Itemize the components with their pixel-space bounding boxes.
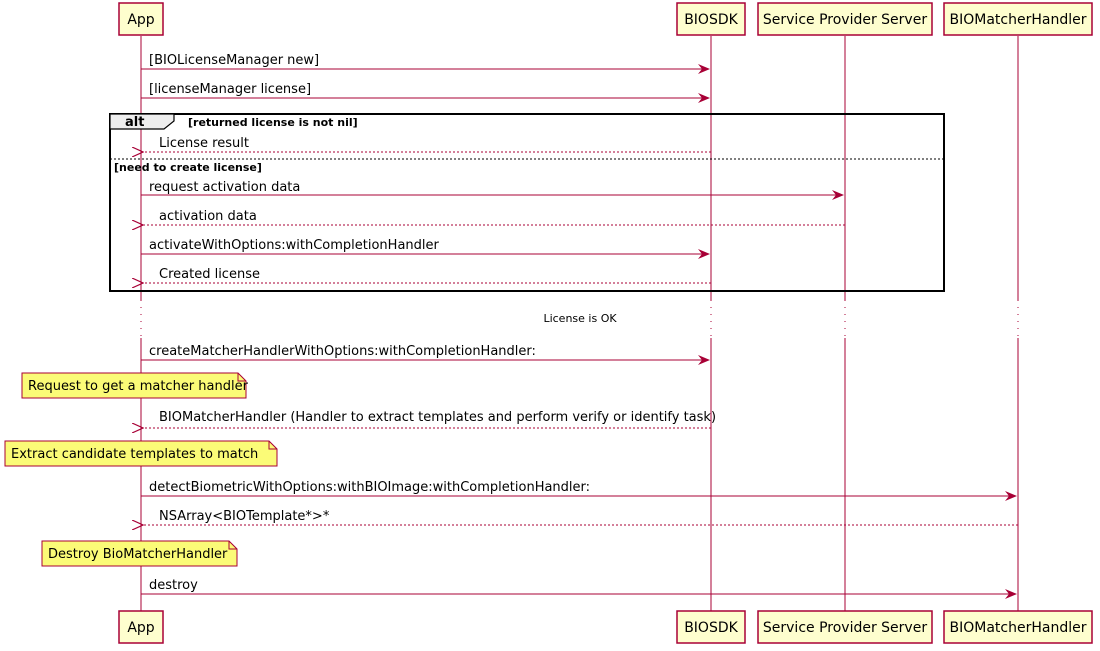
alt-guard-2: [need to create license] — [114, 161, 262, 174]
message-11: NSArray<BIOTemplate*>* — [143, 509, 1018, 525]
message-label: activateWithOptions:withCompletionHandle… — [149, 238, 440, 253]
message-label: License result — [159, 136, 249, 151]
message-9: BIOMatcherHandler (Handler to extract te… — [143, 410, 716, 428]
message-6: activateWithOptions:withCompletionHandle… — [141, 238, 710, 259]
message-7: Created license — [143, 267, 711, 283]
message-4: request activation data — [141, 180, 844, 200]
message-label: [BIOLicenseManager new] — [149, 53, 319, 68]
message-12: destroy — [141, 578, 1017, 599]
message-5: activation data — [143, 209, 845, 225]
message-8: createMatcherHandlerWithOptions:withComp… — [141, 344, 710, 365]
participant-label: BIOSDK — [684, 620, 738, 636]
message-label: activation data — [159, 209, 257, 224]
participant-app-top: App — [118, 2, 164, 36]
message-3: License result — [143, 136, 711, 152]
message-label: createMatcherHandlerWithOptions:withComp… — [149, 344, 536, 359]
message-10: detectBiometricWithOptions:withBIOImage:… — [141, 480, 1017, 501]
participant-biosdk-top: BIOSDK — [676, 2, 746, 36]
note-2: Extract candidate templates to match — [4, 440, 278, 467]
note-1: Request to get a matcher handler — [21, 372, 249, 399]
participant-label: BIOMatcherHandler — [950, 620, 1087, 636]
message-label: Created license — [159, 267, 260, 282]
participant-label: App — [127, 12, 154, 28]
message-label: [licenseManager license] — [149, 82, 311, 97]
note-text: Request to get a matcher handler — [28, 379, 249, 394]
message-label: detectBiometricWithOptions:withBIOImage:… — [149, 480, 590, 495]
alt-fragment: alt [returned license is not nil] [need … — [109, 113, 945, 292]
participant-label: BIOSDK — [684, 12, 738, 28]
note-3: Destroy BioMatcherHandler — [41, 540, 238, 567]
participant-app-bottom: App — [118, 610, 164, 644]
message-label: BIOMatcherHandler (Handler to extract te… — [159, 410, 716, 425]
alt-guard-1: [returned license is not nil] — [188, 116, 358, 129]
divider-label: License is OK — [543, 312, 617, 325]
participant-bmh-top: BIOMatcherHandler — [943, 2, 1093, 36]
message-label: request activation data — [149, 180, 300, 195]
participant-label: Service Provider Server — [763, 620, 927, 636]
participant-biosdk-bottom: BIOSDK — [676, 610, 746, 644]
participant-sps-top: Service Provider Server — [757, 2, 933, 36]
participant-label: App — [127, 620, 154, 636]
participant-label: BIOMatcherHandler — [950, 12, 1087, 28]
message-1: [BIOLicenseManager new] — [141, 53, 710, 74]
message-label: NSArray<BIOTemplate*>* — [159, 509, 330, 524]
note-text: Extract candidate templates to match — [11, 447, 258, 462]
alt-keyword: alt — [125, 115, 144, 130]
participant-label: Service Provider Server — [763, 12, 927, 28]
note-text: Destroy BioMatcherHandler — [48, 547, 228, 562]
participant-sps-bottom: Service Provider Server — [757, 610, 933, 644]
message-label: destroy — [149, 578, 198, 593]
message-2: [licenseManager license] — [141, 82, 710, 103]
participant-bmh-bottom: BIOMatcherHandler — [943, 610, 1093, 644]
